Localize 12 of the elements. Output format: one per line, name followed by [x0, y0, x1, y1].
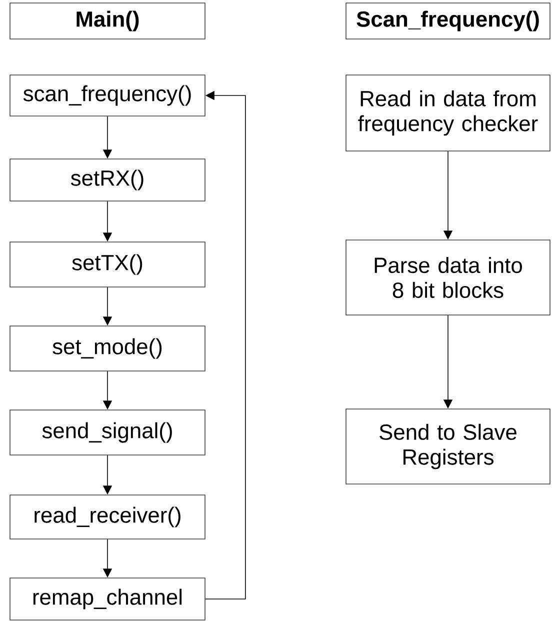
- process-box: send_signal(): [10, 410, 206, 456]
- process-box: set_mode(): [10, 326, 206, 372]
- process-box: remap_channel: [10, 578, 206, 620]
- process-box: scan_frequency(): [10, 74, 206, 116]
- process-box: Send to Slave Registers: [346, 408, 550, 484]
- process-box: Read in data from frequency checker: [346, 74, 550, 152]
- title-box: Main(): [10, 2, 206, 40]
- process-box: setRX(): [10, 158, 206, 202]
- process-box: Parse data into 8 bit blocks: [346, 240, 550, 316]
- process-box: read_receiver(): [10, 494, 206, 540]
- title-box: Scan_frequency(): [346, 2, 550, 40]
- process-box: setTX(): [10, 242, 206, 288]
